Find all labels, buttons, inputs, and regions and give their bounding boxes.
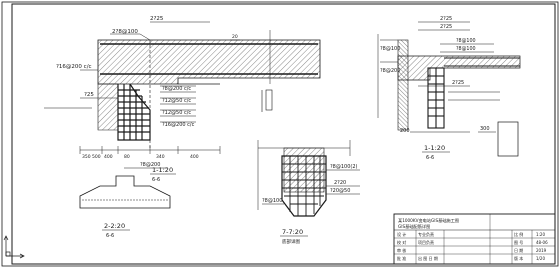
section-7-hatch (283, 147, 325, 193)
footing-shape (79, 175, 171, 209)
dim-bottom-1: 400 (104, 154, 113, 160)
tb-r3-c4: 1/20 (536, 256, 545, 261)
section-2-sub: 6-6 (106, 233, 114, 239)
section-2-note: ?8@200 (140, 162, 160, 168)
section-7-sub: 底部详图 (282, 238, 300, 245)
right-dim-0: 2?25 (440, 16, 452, 22)
tb-r3-c3: 版 本 (514, 255, 523, 261)
dim-bottom-2: 80 (124, 154, 130, 160)
section-7-detail: ?8@100(2) 2?20 ?20@50 ?8@100 7-7:20 底部详图 (257, 140, 360, 245)
tb-r3-c1: 出 图 日 期 (418, 255, 438, 261)
section-2-detail: ?8@200 2-2:20 6-6 (79, 162, 171, 239)
tb-r1-c4: 48-06 (536, 240, 548, 245)
small-box (497, 121, 519, 157)
section-2-label: 2-2:20 (104, 222, 125, 230)
title-block-frame (393, 213, 556, 265)
right-dim-2: ?8@100 (380, 46, 400, 52)
sheet-border-inner (11, 3, 556, 265)
rebar-cage (117, 83, 151, 141)
small-box-mark: 200 (400, 128, 410, 134)
section-1-sub: 6-6 (152, 177, 160, 183)
rebar-mid-label: ?25 (84, 92, 94, 98)
rebar-top-label: 2?8@100 (112, 29, 138, 35)
tb-r0-c3: 比 例 (514, 231, 523, 237)
right-dim-4: 2?25 (452, 80, 464, 86)
tb-r2-c4: 2019 (536, 248, 547, 253)
section-1-label: 1-1:20 (152, 166, 173, 174)
column-hatch (97, 83, 119, 131)
section-7-dim-3: ?20@50 (330, 188, 350, 194)
tb-r0-c4: 1:20 (536, 232, 545, 237)
rebar-note-d: ?16@200 c/c (162, 122, 195, 128)
dim-bottom-3: 340 (156, 154, 165, 160)
section-7-dim-2: ?8@100 (262, 198, 282, 204)
title-project: 某1000KV变电站GIS基础施工图 (398, 217, 459, 224)
right-note-0: ?8@100 (456, 38, 476, 44)
tb-r0-c0: 设 计 (397, 231, 406, 237)
rebar-left-label: ?16@200 c/c (56, 64, 92, 70)
tb-r2-c3: 日 期 (514, 247, 523, 253)
right-dim-1: 2?25 (440, 24, 452, 30)
rebar-note-c: ?12@50 c/c (162, 110, 191, 116)
left-detail: 2?8@100 2?25 ?16@200 c/c ?25 ?8@200 c/c … (44, 16, 321, 183)
title-block: 某1000KV变电站GIS基础施工图 GIS基础配筋详图 设 计 专业负责 比 … (393, 213, 556, 265)
title-drawing: GIS基础配筋详图 (398, 223, 430, 230)
right-dim-3: ?8@200 (380, 68, 400, 74)
ucs-axis-icon (3, 235, 25, 259)
dim-bottom-4: 400 (190, 154, 199, 160)
right-section-label: 1-1:20 (424, 144, 445, 152)
section-7-label: 7-7:20 (282, 228, 303, 236)
svg-text:20: 20 (232, 34, 238, 40)
right-section-sub: 6-6 (426, 155, 434, 161)
dim-top-label: 2?25 (150, 16, 164, 22)
right-note-1: ?8@100 (456, 46, 476, 52)
slab-hatch (97, 39, 321, 85)
rebar-note-a: ?8@200 c/c (162, 86, 191, 92)
rebar-note-b: ?12@50 c/c (162, 98, 191, 104)
section-7-dim-0: ?8@100(2) (330, 164, 358, 170)
tb-r2-c0: 审 核 (397, 247, 406, 253)
tb-r0-c1: 专业负责 (418, 231, 434, 237)
right-hatch (397, 55, 521, 81)
section-7-dim-1: 2?20 (334, 180, 346, 186)
section-7-cage (281, 155, 327, 217)
dim-bottom-0: 350 500 (82, 154, 101, 160)
tb-r1-c0: 校 对 (397, 239, 406, 245)
tb-r1-c3: 图 号 (514, 239, 523, 245)
tb-r3-c0: 批 准 (397, 255, 406, 261)
right-detail: 2?25 2?25 ?8@100 ?8@100 ?8@100 ?8@200 2?… (377, 16, 521, 161)
small-box-label: 300 (480, 126, 490, 132)
tb-r1-c1: 项目负责 (418, 239, 434, 245)
right-column (397, 39, 409, 131)
